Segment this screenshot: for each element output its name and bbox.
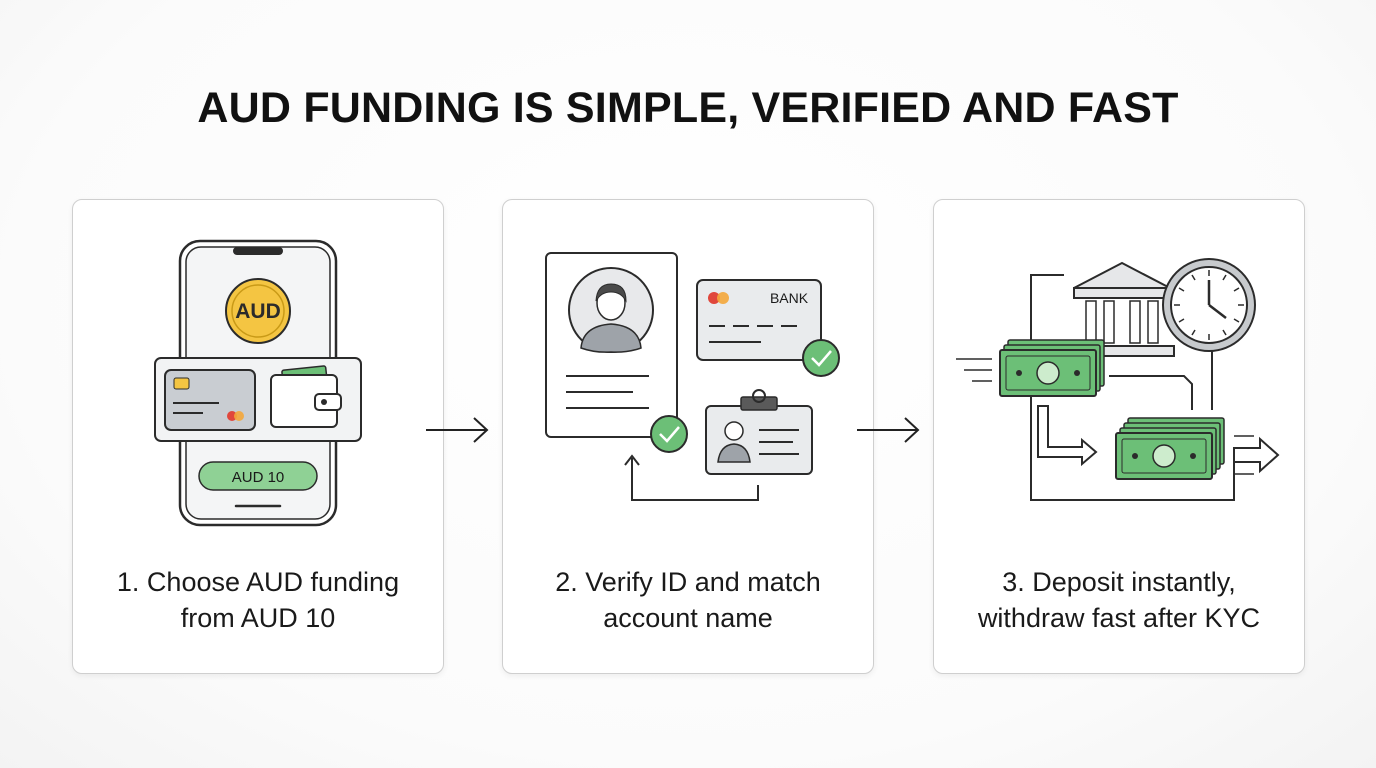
arrow-right-icon	[426, 417, 489, 443]
profile-document-icon	[545, 252, 678, 438]
bank-label: BANK	[770, 290, 809, 306]
step-1-caption: 1. Choose AUD funding from AUD 10	[73, 564, 443, 636]
check-badge-icon	[650, 415, 688, 453]
step-3-caption-line2: withdraw fast after KYC	[977, 603, 1261, 633]
deposit-withdraw-illustration	[956, 258, 1280, 501]
speed-arrow-icon	[1233, 435, 1280, 475]
identity-verification-illustration: BANK	[545, 252, 840, 501]
step-card-3: 3. Deposit instantly, withdraw fast afte…	[933, 199, 1305, 674]
step-1-caption-line2: from AUD 10	[180, 603, 336, 633]
cash-stack-icon	[1115, 417, 1225, 480]
flow-arrow-icon	[1037, 405, 1098, 467]
step-3-caption: 3. Deposit instantly, withdraw fast afte…	[934, 564, 1304, 636]
check-badge-icon	[802, 339, 840, 377]
id-badge-icon	[705, 389, 813, 475]
cash-stack-icon	[999, 339, 1105, 397]
arrow-right-icon	[857, 417, 920, 443]
step-2-caption-line1: 2. Verify ID and match	[555, 567, 821, 597]
aud-coin-icon: AUD	[225, 278, 291, 344]
step-2-caption-line2: account name	[603, 603, 773, 633]
aud-10-button: AUD 10	[198, 461, 318, 491]
step-card-2: BANK	[502, 199, 874, 674]
step-card-1: AUD AUD 10	[72, 199, 444, 674]
coin-label: AUD	[235, 300, 281, 323]
phone-funding-illustration: AUD AUD 10	[154, 239, 362, 527]
step-1-caption-line1: 1. Choose AUD funding	[116, 567, 400, 597]
clock-icon	[1162, 258, 1256, 352]
wallet-icon	[270, 365, 342, 428]
step-3-caption-line1: 3. Deposit instantly,	[1002, 567, 1236, 597]
credit-card-icon	[164, 369, 256, 431]
step-2-caption: 2. Verify ID and match account name	[503, 564, 873, 636]
amount-label: AUD 10	[232, 469, 285, 486]
page-title: AUD FUNDING IS SIMPLE, VERIFIED AND FAST	[197, 84, 1179, 132]
speed-lines	[956, 358, 992, 382]
bank-building-icon	[1069, 261, 1175, 357]
bank-card-icon: BANK	[696, 279, 822, 361]
loop-arrow-icon	[624, 454, 759, 501]
